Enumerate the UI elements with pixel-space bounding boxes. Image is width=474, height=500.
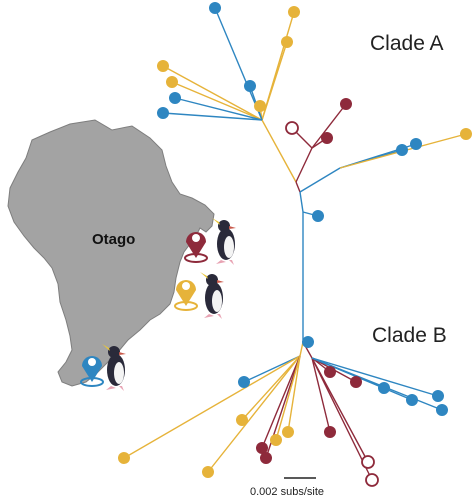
tree-tip bbox=[406, 394, 418, 406]
tree-tip bbox=[396, 144, 408, 156]
tree-branch bbox=[299, 167, 341, 193]
penguin-icon bbox=[200, 272, 224, 319]
tree-tip bbox=[157, 60, 169, 72]
scale-bar-label: 0.002 subs/site bbox=[250, 486, 324, 498]
otago-map: Otago bbox=[7, 119, 215, 387]
tree-branch bbox=[311, 357, 443, 411]
clade-b-label: Clade B bbox=[372, 324, 447, 347]
tree-tips bbox=[118, 2, 472, 487]
tree-tip bbox=[281, 36, 293, 48]
location-pins bbox=[80, 232, 208, 387]
tree-tip bbox=[238, 376, 250, 388]
tree-tip bbox=[436, 404, 448, 416]
tree-branch bbox=[275, 355, 301, 441]
tree-branch bbox=[295, 181, 301, 193]
tree-branch bbox=[214, 7, 263, 121]
tree-branch bbox=[311, 103, 347, 149]
tree-branch bbox=[261, 119, 297, 183]
scale-bar: 0.002 subs/site bbox=[250, 477, 324, 498]
tree-branch bbox=[311, 357, 439, 397]
tree-branch bbox=[241, 355, 301, 421]
tree-tip bbox=[378, 382, 390, 394]
tree-tip bbox=[209, 2, 221, 14]
map-pin-icon bbox=[80, 356, 104, 387]
tree-branch bbox=[123, 355, 301, 459]
tree-branch bbox=[311, 357, 369, 463]
tree-tip bbox=[410, 138, 422, 150]
tree-branch bbox=[299, 191, 304, 213]
tree-tip bbox=[312, 210, 324, 222]
tree-tip bbox=[340, 98, 352, 110]
tree-tip bbox=[166, 76, 178, 88]
tree-tip bbox=[270, 434, 282, 446]
tree-tip bbox=[460, 128, 472, 140]
tree-tip bbox=[169, 92, 181, 104]
tree-tip bbox=[288, 6, 300, 18]
region-label: Otago bbox=[92, 231, 135, 248]
tree-tip bbox=[256, 442, 268, 454]
tree-branch bbox=[162, 65, 263, 121]
tree-branch bbox=[287, 355, 301, 433]
tree-tip bbox=[321, 132, 333, 144]
otago-region-shape bbox=[7, 119, 215, 387]
tree-tip bbox=[324, 426, 336, 438]
tree-tip bbox=[282, 426, 294, 438]
tree-tip bbox=[236, 414, 248, 426]
tree-tip bbox=[350, 376, 362, 388]
tree-tip bbox=[365, 473, 379, 487]
tree-branch bbox=[207, 355, 301, 473]
clade-a-label: Clade A bbox=[370, 32, 444, 55]
tree-branch bbox=[243, 355, 301, 383]
tree-tip bbox=[285, 121, 299, 135]
tree-tip bbox=[324, 366, 336, 378]
tree-branch bbox=[311, 357, 331, 433]
tree-tip bbox=[260, 452, 272, 464]
tree-tip bbox=[361, 455, 375, 469]
map-pin-icon bbox=[184, 232, 208, 263]
penguins bbox=[102, 218, 236, 391]
tree-branch bbox=[261, 41, 288, 121]
tree-tip bbox=[202, 466, 214, 478]
penguin-icon bbox=[102, 344, 126, 391]
tree-branch bbox=[171, 81, 263, 121]
penguin-icon bbox=[212, 218, 236, 265]
tree-branch bbox=[295, 147, 313, 183]
tree-branch bbox=[174, 97, 263, 121]
tree-branch bbox=[162, 112, 263, 121]
tree-tip bbox=[157, 107, 169, 119]
tree-tip bbox=[302, 336, 314, 348]
map-pin-icon bbox=[174, 280, 198, 311]
tree-tip bbox=[244, 80, 256, 92]
tree-tip bbox=[118, 452, 130, 464]
tree-tip bbox=[254, 100, 266, 112]
tree-branch bbox=[261, 355, 301, 449]
tree-tip bbox=[432, 390, 444, 402]
